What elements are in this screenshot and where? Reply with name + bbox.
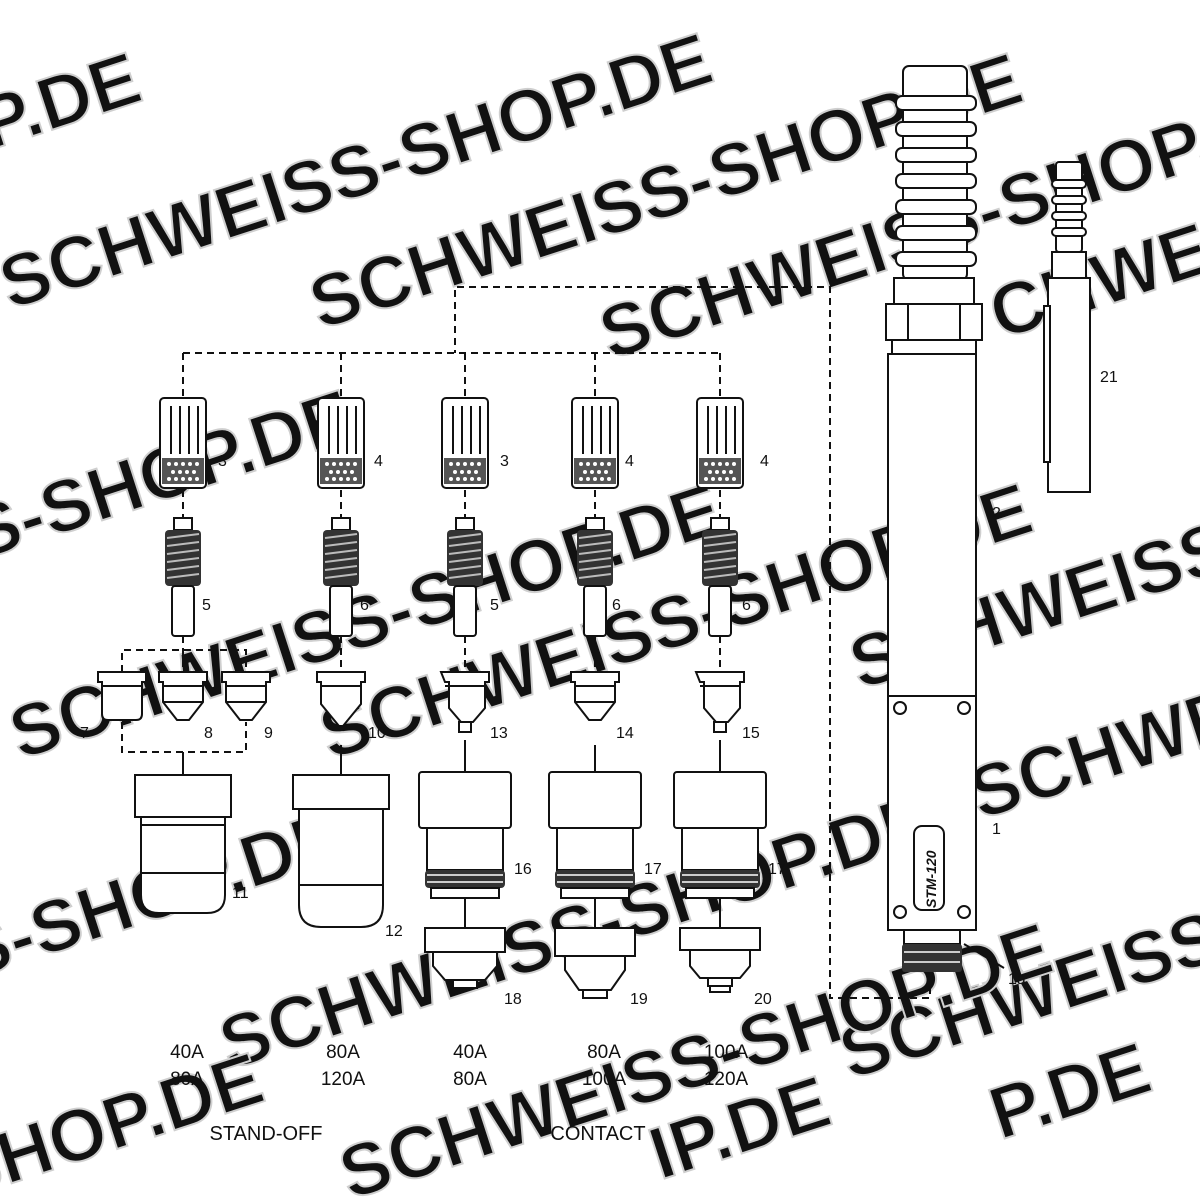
amp-label: 80A [326,1042,360,1063]
part-label: 3 [500,453,509,470]
section-label-standoff: STAND-OFF [210,1123,323,1145]
amp-label: 40A [170,1042,204,1063]
part-label: 20 [754,991,772,1008]
torch-body: STM-120 [885,65,1005,972]
part-label: 3 [218,453,227,470]
part-label: 13 [490,725,508,742]
part-label: 1a [1008,971,1026,988]
amp-label: 120A [321,1069,366,1090]
amp-label: 100A [704,1042,749,1063]
nozzle [221,671,271,721]
part-label: 17 [644,861,662,878]
nozzle [97,671,147,721]
shield-cup [673,771,767,899]
part-label: 17 [768,861,786,878]
part-label: 12 [385,923,403,940]
part-label: 8 [204,725,213,742]
amp-label: 100A [582,1069,627,1090]
amp-label: 80A [587,1042,621,1063]
swirl-cap [159,397,207,489]
swirl-cap [317,397,365,489]
part-label: 5 [490,597,499,614]
part-label: 1 [992,821,1001,838]
part-label: 9 [264,725,273,742]
shield-cup [548,771,642,899]
watermark-fragment: P.DE [0,36,150,165]
part-label: 18 [504,991,522,1008]
amp-label: 40A [453,1042,487,1063]
part-label: 2 [992,505,1001,522]
shield-cup [134,774,232,914]
part-label: 4 [760,453,769,470]
part-label: 14 [616,725,634,742]
part-label: 6 [360,597,369,614]
shield-cup [418,771,512,899]
part-labels: 3 4 3 4 4 5 6 5 6 6 7 8 9 10 13 14 15 11… [80,369,1118,1008]
watermark-fragment: SHOP.DE [0,1036,273,1200]
part-label: 15 [742,725,760,742]
part-label: 6 [742,597,751,614]
part-label: 4 [374,453,383,470]
nozzle [570,671,620,721]
part-label: 5 [202,597,211,614]
electrode [164,517,202,637]
amp-label: 80A [453,1069,487,1090]
part-label: 7 [80,725,89,742]
part-label: 11 [232,885,249,902]
contact-tip [554,927,636,999]
part-label: 19 [630,991,648,1008]
torch-model-label: STM-120 [923,850,939,908]
connection-lines [121,286,931,999]
part-label: 6 [612,597,621,614]
part-label: 16 [514,861,532,878]
amperage-labels: 40A 80A 80A 120A 40A 80A 80A 100A 100A 1… [170,1042,748,1090]
part-label: 21 [1100,369,1118,386]
amp-label: 120A [704,1069,749,1090]
spare-handle [1043,161,1091,493]
shield-cup [292,774,390,928]
section-label-contact: CONTACT [550,1123,645,1145]
part-label: 10 [368,725,386,742]
nozzle [695,671,745,733]
amp-label: 80A [170,1069,204,1090]
swirl-cap [696,397,744,489]
contact-tip [679,927,761,993]
swirl-cap [441,397,489,489]
swirl-cap [571,397,619,489]
part-label: 4 [625,453,634,470]
